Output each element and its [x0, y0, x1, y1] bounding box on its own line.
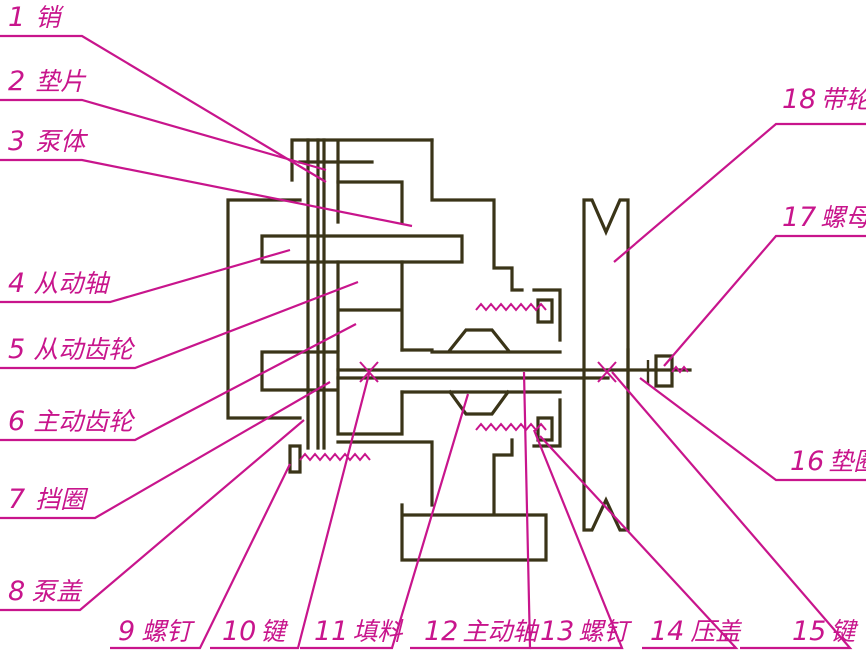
- thread-lower: [475, 422, 547, 432]
- driving-shaft: [336, 368, 610, 380]
- pump-body-lower: [336, 438, 548, 562]
- label-16: 16垫圈: [790, 446, 866, 477]
- packing-upper: [447, 328, 511, 353]
- driving-gear: [260, 350, 404, 436]
- bolt-head-lower: [288, 444, 302, 474]
- thread-nut: [671, 365, 689, 374]
- packing-lower: [447, 389, 511, 416]
- thread-cover: [299, 452, 371, 462]
- pump-cover: [226, 198, 302, 420]
- shim-plate: [306, 138, 326, 450]
- nut: [654, 354, 674, 388]
- key-mark-right: [597, 361, 617, 383]
- gland-upper: [532, 288, 562, 342]
- driven-shaft: [260, 234, 464, 264]
- leader-lines: [0, 34, 866, 650]
- threads: [299, 302, 689, 462]
- pulley: [582, 198, 630, 532]
- thread-upper: [475, 302, 547, 312]
- shaft-housing: [400, 348, 562, 394]
- gland-lower: [532, 398, 562, 448]
- pump-body: [336, 138, 524, 292]
- driven-gear: [336, 260, 404, 352]
